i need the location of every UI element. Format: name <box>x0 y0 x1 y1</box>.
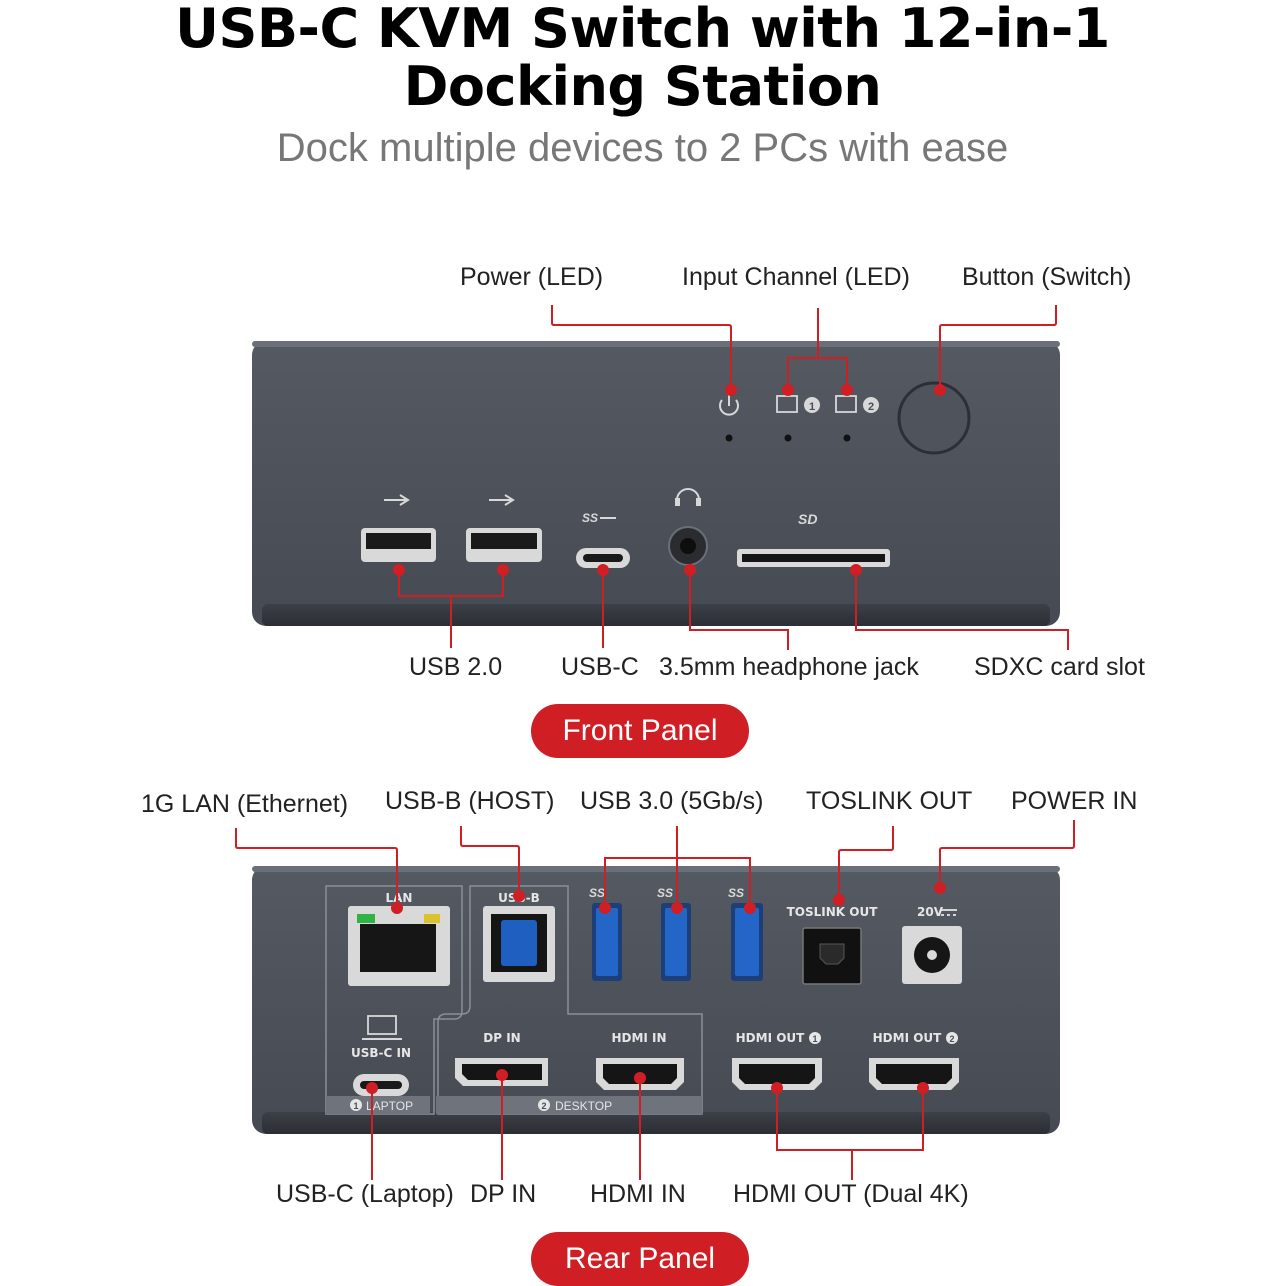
superspeed-icon: SS <box>657 886 673 900</box>
hdmi-out-1-text: HDMI OUT <box>736 1031 806 1045</box>
front-device: 1 2 SS <box>252 341 1060 626</box>
dp-in-text: DP IN <box>483 1031 520 1045</box>
sd-icon: SD <box>798 511 817 527</box>
hdmi-out-2-number: 2 <box>949 1034 954 1044</box>
usbc-in-text: USB-C IN <box>351 1046 411 1060</box>
usb30-label: USB 3.0 (5Gb/s) <box>580 787 764 815</box>
page-title: USB-C KVM Switch with 12-in-1 <box>175 0 1110 60</box>
superspeed-icon: SS <box>582 511 598 525</box>
channel-2-led <box>843 434 851 442</box>
power-icon <box>719 394 739 416</box>
front-panel-badge: Front Panel <box>531 704 749 758</box>
channel-1-led <box>784 434 792 442</box>
laptop-zone-text: LAPTOP <box>366 1099 413 1113</box>
laptop-zone <box>325 885 463 1115</box>
rear-device: LAN USB-B SS SS SS TOSLINK OUT 20V <box>252 866 1060 1134</box>
superspeed-icon: SS <box>589 886 605 900</box>
hdmi-in-label: HDMI IN <box>590 1180 686 1208</box>
laptop-icon <box>362 1015 402 1040</box>
power-in-label: POWER IN <box>1011 787 1138 815</box>
lan-text: LAN <box>386 891 413 905</box>
dp-in-label: DP IN <box>470 1180 537 1208</box>
usbb-label: USB-B (HOST) <box>385 787 555 815</box>
power-led <box>725 434 733 442</box>
usb-icon <box>489 494 515 506</box>
page-subtitle: Dock multiple devices to 2 PCs with ease <box>276 126 1009 170</box>
hdmi-in-text: HDMI IN <box>611 1031 666 1045</box>
voltage-text: 20V <box>917 905 944 919</box>
sdxc-label: SDXC card slot <box>974 653 1145 681</box>
rear-panel-badge: Rear Panel <box>531 1232 749 1286</box>
channel-2-number: 2 <box>868 401 874 413</box>
monitor-2-icon: 2 <box>835 395 879 413</box>
headphone-icon <box>675 488 701 506</box>
hdmi-out-label: HDMI OUT (Dual 4K) <box>733 1180 969 1208</box>
toslink-label: TOSLINK OUT <box>806 787 973 815</box>
button-switch-label: Button (Switch) <box>962 263 1132 291</box>
hdmi-out-1-number: 1 <box>812 1034 817 1044</box>
toslink-text: TOSLINK OUT <box>787 905 879 919</box>
rear-callout-lines <box>235 820 1075 1180</box>
usbc-laptop-label: USB-C (Laptop) <box>276 1180 454 1208</box>
headphone-label: 3.5mm headphone jack <box>659 653 919 681</box>
monitor-1-icon: 1 <box>776 395 820 413</box>
usb-icon <box>384 494 410 506</box>
power-led-label: Power (LED) <box>460 263 604 291</box>
usbc-label: USB-C <box>561 653 639 681</box>
front-callout-lines <box>398 305 1069 650</box>
channel-1-number: 1 <box>809 401 815 413</box>
laptop-zone-number: 1 <box>353 1101 358 1111</box>
desktop-zone-number: 2 <box>541 1101 546 1111</box>
front-callout-dots <box>393 384 946 576</box>
lan-label: 1G LAN (Ethernet) <box>141 790 349 818</box>
input-channel-label: Input Channel (LED) <box>682 263 910 291</box>
superspeed-icon: SS <box>728 886 744 900</box>
page-title-line2: Docking Station <box>403 55 882 118</box>
hdmi-out-2-text: HDMI OUT <box>873 1031 943 1045</box>
rear-callout-dots <box>366 882 946 1094</box>
usb20-label: USB 2.0 <box>409 653 503 681</box>
switch-button[interactable] <box>897 381 971 455</box>
desktop-zone-text: DESKTOP <box>555 1099 612 1113</box>
